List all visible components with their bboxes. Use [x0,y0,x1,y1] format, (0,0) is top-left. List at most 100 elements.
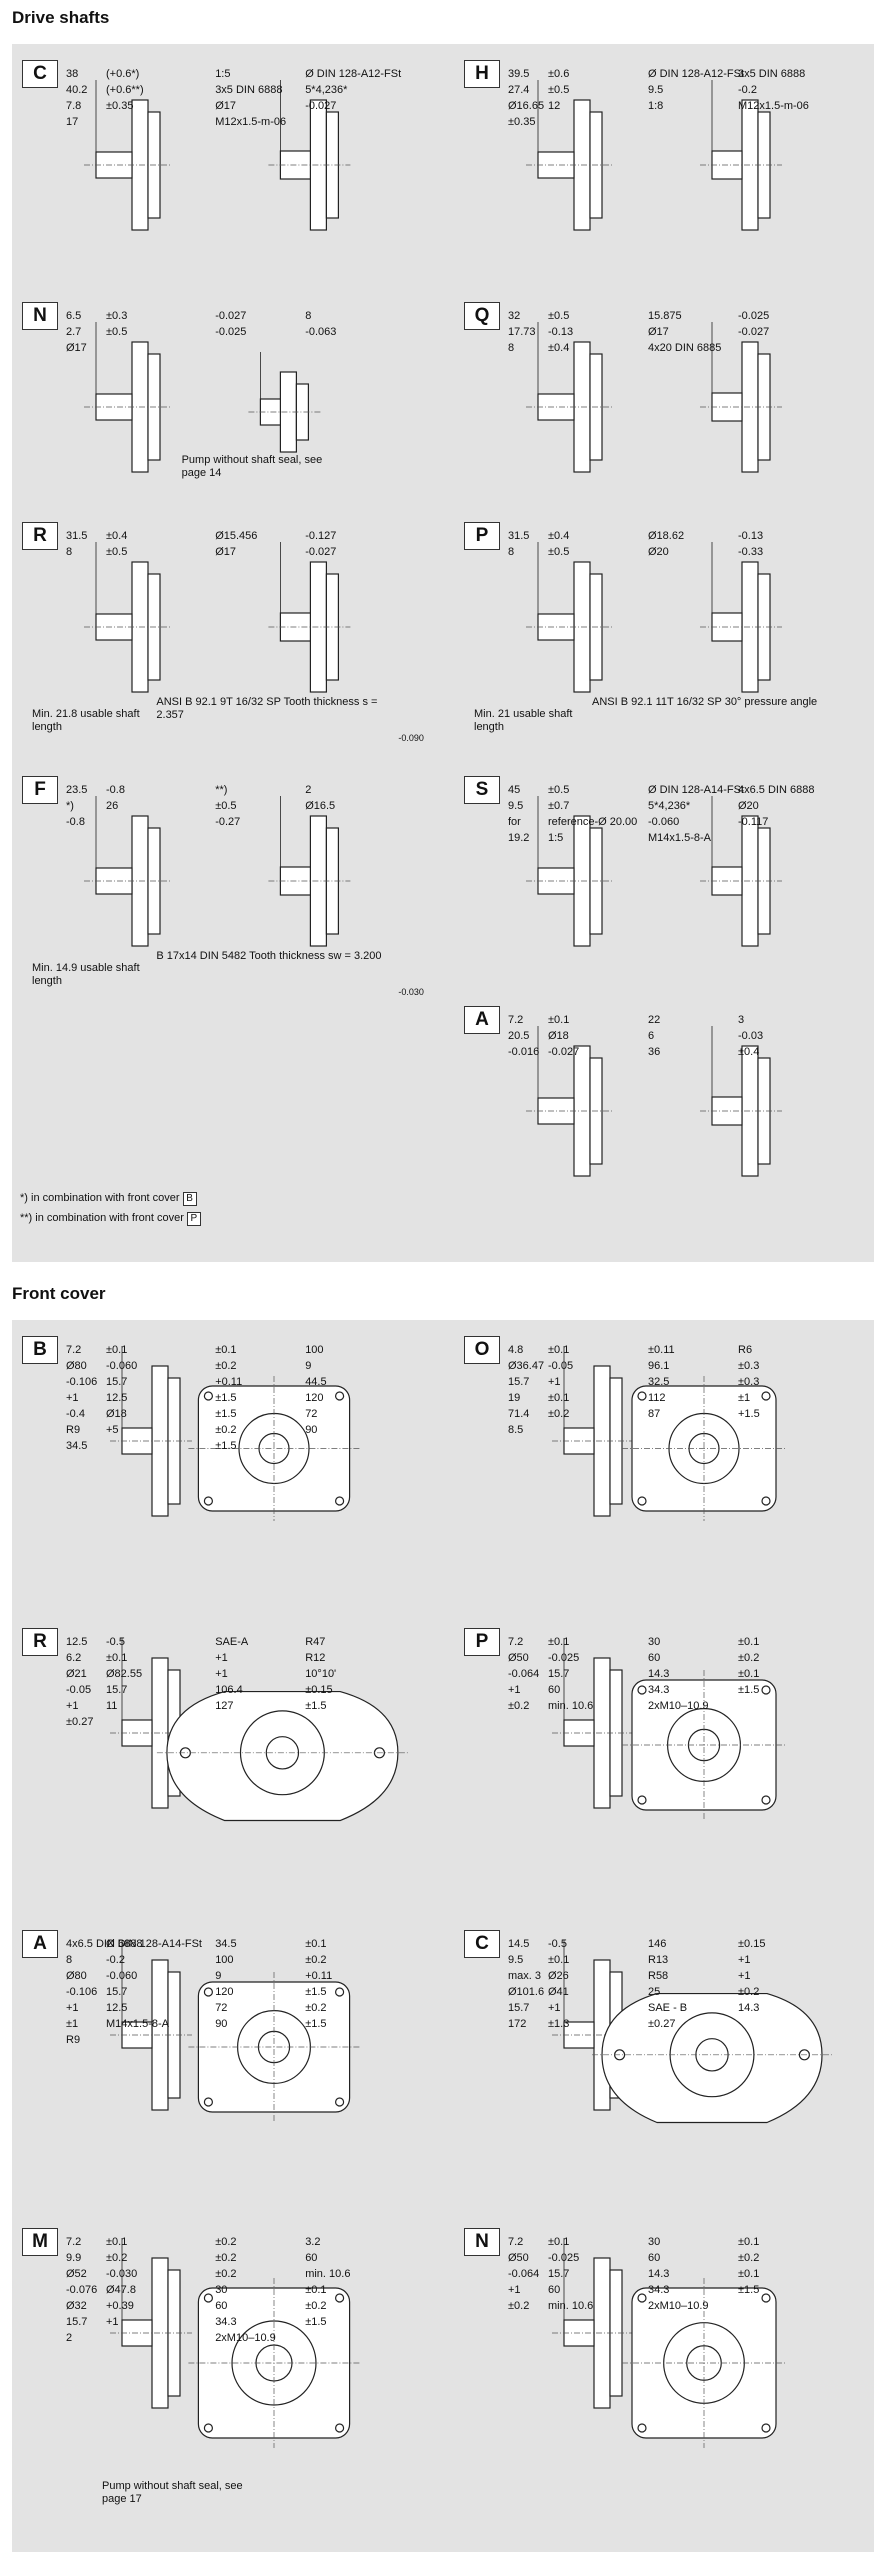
drawing-letter-A: A [22,1930,58,1958]
drawing-letter-R: R [22,1628,58,1656]
bolt-hole [335,1391,345,1401]
dimension-label: 19 [508,1392,521,1404]
dimension-label: 71.4 [508,1408,530,1420]
dimension-label: R12 [305,1652,326,1664]
dimension-label: R6 [738,1344,753,1356]
dimension-label: 4x6.5 DIN 6888 [738,784,815,796]
dimension-label: 27.4 [508,84,530,96]
dimension-label: R47 [305,1636,326,1648]
drawing-svg [526,542,782,693]
dimension-label: 146 [648,1938,667,1950]
dimension-label: ±1.5 [215,1408,237,1420]
dimension-label: 2 [305,784,312,796]
drawing-svg [526,322,782,473]
dimension-label: 60 [648,2252,661,2264]
dimension-label: 31.5 [508,530,530,542]
drawing-note: Min. 21.8 usable shaft length [32,708,140,733]
dimension-label: ±0.1 [738,2268,760,2280]
dimension-label: Ø16.65 [508,100,545,112]
dimension-label: 6.2 [66,1652,82,1664]
dimension-label: ±0.2 [738,1986,760,1998]
dimension-label: 87 [648,1408,661,1420]
dimension-label: +1.5 [738,1408,760,1420]
dimension-label: -0.4 [66,1408,85,1420]
dimension-label: 15.875 [648,310,682,322]
dimension-label: 9.5 [508,1954,524,1966]
dimension-label: ±0.1 [548,1014,570,1026]
dimension-label: Ø20 [738,800,759,812]
dimension-label: 100 [215,1954,234,1966]
dimension-label: 45 [508,784,521,796]
dimension-label: 34.3 [648,1684,670,1696]
dimension-label: 5*4,236* [305,84,348,96]
drawing-letter-B: B [22,1336,58,1364]
dimension-label: ±1 [66,2018,79,2030]
dimension-label: +1 [66,2002,79,2014]
drawing-letter-M: M [22,2228,58,2256]
bolt-hole [335,2097,345,2107]
dimension-label: ±1 [738,1392,751,1404]
bolt-hole [637,1496,647,1506]
dimension-label: 9.5 [648,84,664,96]
dimension-label: ±0.1 [738,1668,760,1680]
dimension-label: ±0.1 [305,2284,327,2296]
dimension-label: 90 [215,2018,228,2030]
dimension-label: ±0.2 [305,2300,327,2312]
dimension-label: ±0.35 [106,100,134,112]
dimension-label: 32.5 [648,1376,670,1388]
dimension-label: 72 [305,1408,318,1420]
dimension-label: Ø80 [66,1970,87,1982]
dimension-label: ±0.5 [548,546,570,558]
dimension-label: 2xM10–10.9 [215,2332,276,2344]
dimension-label: 12 [548,100,561,112]
dimension-label: +1 [548,1376,561,1388]
dimension-label: 34.3 [648,2284,670,2296]
dimension-label: SAE-A [215,1636,249,1648]
dimension-label: -0.060 [106,1360,138,1372]
dimension-label: 7.2 [508,2236,524,2248]
dimension-label: min. 10.6 [548,1700,594,1712]
drawing-svg [84,322,321,473]
bolt-hole [761,1496,771,1506]
dimension-label: -0.106 [66,1986,98,1998]
dimension-label: 10°10' [305,1668,337,1680]
dimension-label: 6.5 [66,310,82,322]
dimension-label: SAE - B [648,2002,688,2014]
dimension-label: 34.3 [215,2316,237,2328]
dimension-label: Ø21 [66,1668,87,1680]
dimension-label: Ø52 [66,2268,87,2280]
dimension-label: R9 [66,2034,81,2046]
dimension-label: Ø17 [215,546,236,558]
dimension-label: ±0.35 [508,116,536,128]
dimension-label: ±1.5 [305,1700,327,1712]
dimension-label: 9 [305,1360,312,1372]
bolt-hole [203,2097,213,2107]
dimension-label: 11 [106,1700,118,1712]
drawing-note: Pump without shaft seal, see page 17 [102,2480,243,2505]
dimension-label: ±0.1 [305,1938,327,1950]
bolt-hole [637,2293,647,2303]
dimension-label: 30 [648,1636,661,1648]
dimension-label: -0.016 [508,1046,540,1058]
dimension-label: 106.4 [215,1684,243,1696]
drawing-svg [110,1940,360,2122]
dimension-label: 20.5 [508,1030,530,1042]
dimension-label: -0.025 [738,310,770,322]
dimension-label: Ø15.456 [215,530,258,542]
dimension-label: 39.5 [508,68,530,80]
dimension-label: -0.13 [738,530,764,542]
dimension-label: 15.7 [106,1684,128,1696]
dimension-label: 2xM10–10.9 [648,1700,709,1712]
dimension-label: ±0.1 [215,1344,237,1356]
dimension-label: Ø41 [548,1986,569,1998]
dimension-label: ±0.27 [66,1716,94,1728]
dimension-label: 30 [648,2236,661,2248]
dimension-label: M12x1.5-m-06 [215,116,287,128]
dimension-label: 7.2 [508,1636,524,1648]
dimension-label: 90 [305,1424,318,1436]
bolt-hole [761,1795,771,1805]
dimension-label: 15.7 [106,1376,128,1388]
